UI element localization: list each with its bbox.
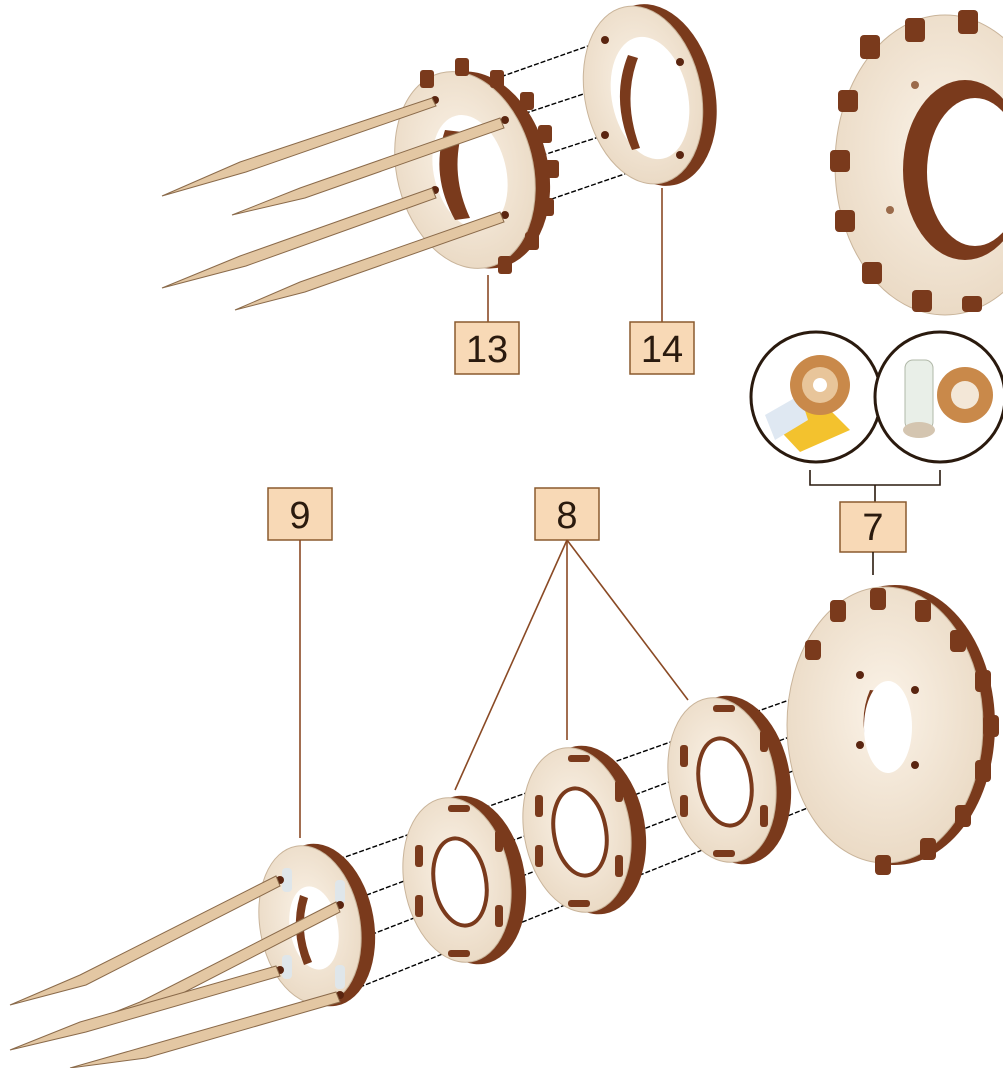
ring-part-14 [582, 4, 717, 186]
leader-8 [454, 539, 689, 791]
inset-icons [749, 330, 1003, 502]
bottom-sticks [9, 875, 341, 1068]
svg-text:7: 7 [862, 507, 883, 549]
inset-bracket [809, 470, 941, 486]
svg-text:8: 8 [556, 495, 577, 537]
callout-14: 14 [629, 321, 695, 375]
callout-8: 8 [534, 487, 600, 541]
ring-part-8-b [522, 745, 647, 915]
glue-sheet-icon [749, 330, 883, 464]
glue-stick-icon [873, 330, 1003, 464]
callout-13: 13 [454, 321, 520, 375]
callout-7: 7 [839, 501, 907, 553]
bottom-assembly [9, 585, 999, 1068]
svg-text:14: 14 [641, 329, 683, 371]
ring-part-8-a [402, 795, 527, 965]
ring-part-8-c [667, 695, 792, 865]
ring-part-9 [258, 843, 376, 1007]
svg-text:9: 9 [289, 495, 310, 537]
callout-9: 9 [267, 487, 333, 541]
finished-gear-top-right [830, 10, 1003, 316]
top-assembly: 13 14 [161, 4, 717, 375]
svg-text:13: 13 [466, 329, 508, 371]
top-sticks [161, 97, 505, 311]
gear-part-7 [786, 585, 999, 875]
